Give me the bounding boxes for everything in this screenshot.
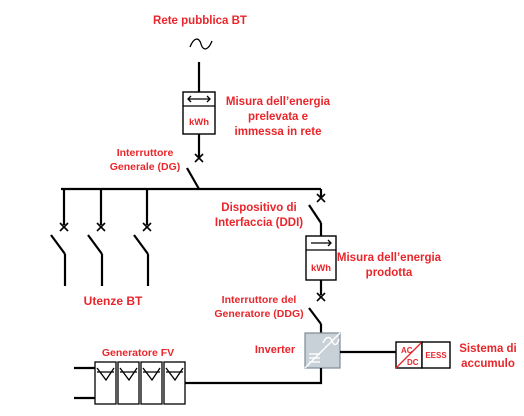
ddg-switch-x-mark — [316, 292, 326, 302]
load-feeder-2 — [87, 189, 106, 286]
production-measure-label-line1: Misura dell’energia — [337, 252, 442, 264]
dg-label-line1: Interruttore — [117, 147, 174, 159]
ddi-label-line1: Dispositivo di — [221, 202, 296, 214]
ddi-switch-x-mark — [316, 193, 326, 203]
ddi-label-line2: Interfaccia (DDI) — [215, 217, 303, 229]
pv-array — [74, 361, 190, 405]
grid-label: Rete pubblica BT — [153, 15, 247, 27]
ac-sine-icon — [189, 38, 213, 50]
ddg-switch-blade — [308, 307, 322, 325]
pv-module-icon — [140, 361, 163, 405]
pv-module-icon — [163, 361, 186, 405]
loads-label: Utenze BT — [84, 294, 143, 308]
pv-module-icon — [94, 361, 117, 405]
production-meter-unit: kWh — [311, 263, 331, 274]
production-measure-label-line2: prodotta — [366, 267, 413, 279]
eess-battery-block: EESS — [421, 341, 451, 369]
grid-measure-label-line1: Misura dell’energia — [226, 96, 331, 108]
inverter-icon — [304, 332, 341, 369]
eess-label: EESS — [425, 351, 447, 360]
inverter-to-pv-line — [190, 368, 323, 385]
storage-label-line2: accumulo — [461, 358, 515, 370]
inverter-label: Inverter — [255, 344, 296, 356]
ac-dc-converter: AC DC — [395, 341, 423, 369]
dg-label-line2: Generale (DG) — [110, 161, 181, 173]
converter-ac-label: AC — [401, 346, 413, 355]
dg-switch-x-mark — [194, 153, 204, 163]
ddg-label-line1: Interruttore del — [222, 294, 297, 306]
grid-measure-label-line2: prelevata e — [248, 111, 308, 123]
dg-switch-blade — [186, 167, 200, 190]
grid-meter-unit: kWh — [189, 117, 209, 128]
ddg-label-line2: Generatore (DDG) — [214, 308, 303, 320]
load-feeder-1 — [50, 189, 69, 286]
ddi-switch-blade — [308, 204, 322, 224]
grid-energy-meter: kWh — [182, 91, 216, 135]
load-feeder-3 — [133, 189, 152, 286]
storage-label-line1: Sistema di — [459, 343, 517, 355]
converter-dc-label: DC — [407, 358, 419, 367]
pv-module-icon — [117, 361, 140, 405]
grid-measure-label-line3: immessa in rete — [235, 126, 322, 138]
production-energy-meter: kWh — [305, 235, 337, 281]
pv-label: Generatore FV — [102, 347, 174, 359]
